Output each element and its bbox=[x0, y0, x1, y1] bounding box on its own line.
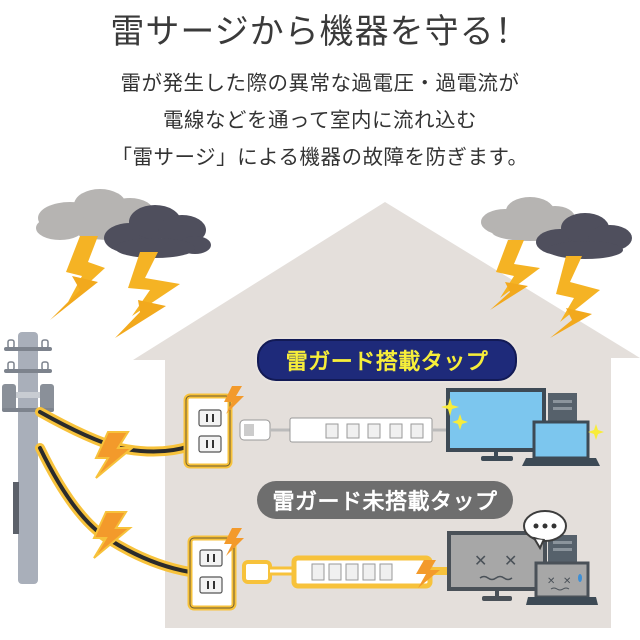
laptop-broken: ✕ ✕ bbox=[526, 561, 598, 605]
house bbox=[133, 202, 640, 628]
svg-text:✕: ✕ bbox=[547, 576, 555, 587]
storm-cloud-left-dark bbox=[104, 205, 211, 258]
power-strip-protected bbox=[239, 417, 448, 443]
utility-pole bbox=[2, 332, 54, 584]
svg-text:✕: ✕ bbox=[504, 551, 517, 570]
lightning-bolt-icon bbox=[115, 252, 180, 338]
wall-outlet-lower bbox=[187, 528, 244, 611]
lightning-bolt-icon bbox=[50, 236, 105, 320]
monitor-broken: ✕ ✕ bbox=[447, 531, 547, 601]
label-unprotected-strip: 雷ガード未搭載タップ bbox=[257, 481, 513, 519]
description-line-1: 雷が発生した際の異常な過電圧・過電流が bbox=[120, 71, 520, 95]
laptop-happy bbox=[522, 420, 600, 466]
pc-tower bbox=[548, 393, 577, 425]
surge-spark-icon bbox=[94, 431, 135, 479]
description-line-2: 電線などを通って室内に流れ込む bbox=[163, 108, 477, 132]
svg-text:✕: ✕ bbox=[563, 576, 571, 587]
description-line-3: 「雷サージ」による機器の故障を防ぎます。 bbox=[111, 145, 529, 169]
lightning-bolt-icon bbox=[490, 240, 540, 310]
lightning-bolt-icon bbox=[550, 256, 600, 338]
pc-tower-broken bbox=[548, 535, 577, 565]
wall-outlet-upper bbox=[183, 386, 244, 469]
surge-spark-icon bbox=[92, 511, 133, 559]
sparkle-icon bbox=[441, 398, 604, 440]
label-protected-strip: 雷ガード搭載タップ bbox=[257, 339, 517, 381]
headline: 雷サージから機器を守る！ bbox=[110, 12, 530, 52]
speech-bubble bbox=[523, 510, 567, 551]
power-strip-unprotected bbox=[242, 555, 448, 589]
storm-cloud-right-dark bbox=[536, 213, 632, 259]
monitor-happy bbox=[446, 388, 546, 461]
svg-text:✕: ✕ bbox=[474, 551, 487, 570]
